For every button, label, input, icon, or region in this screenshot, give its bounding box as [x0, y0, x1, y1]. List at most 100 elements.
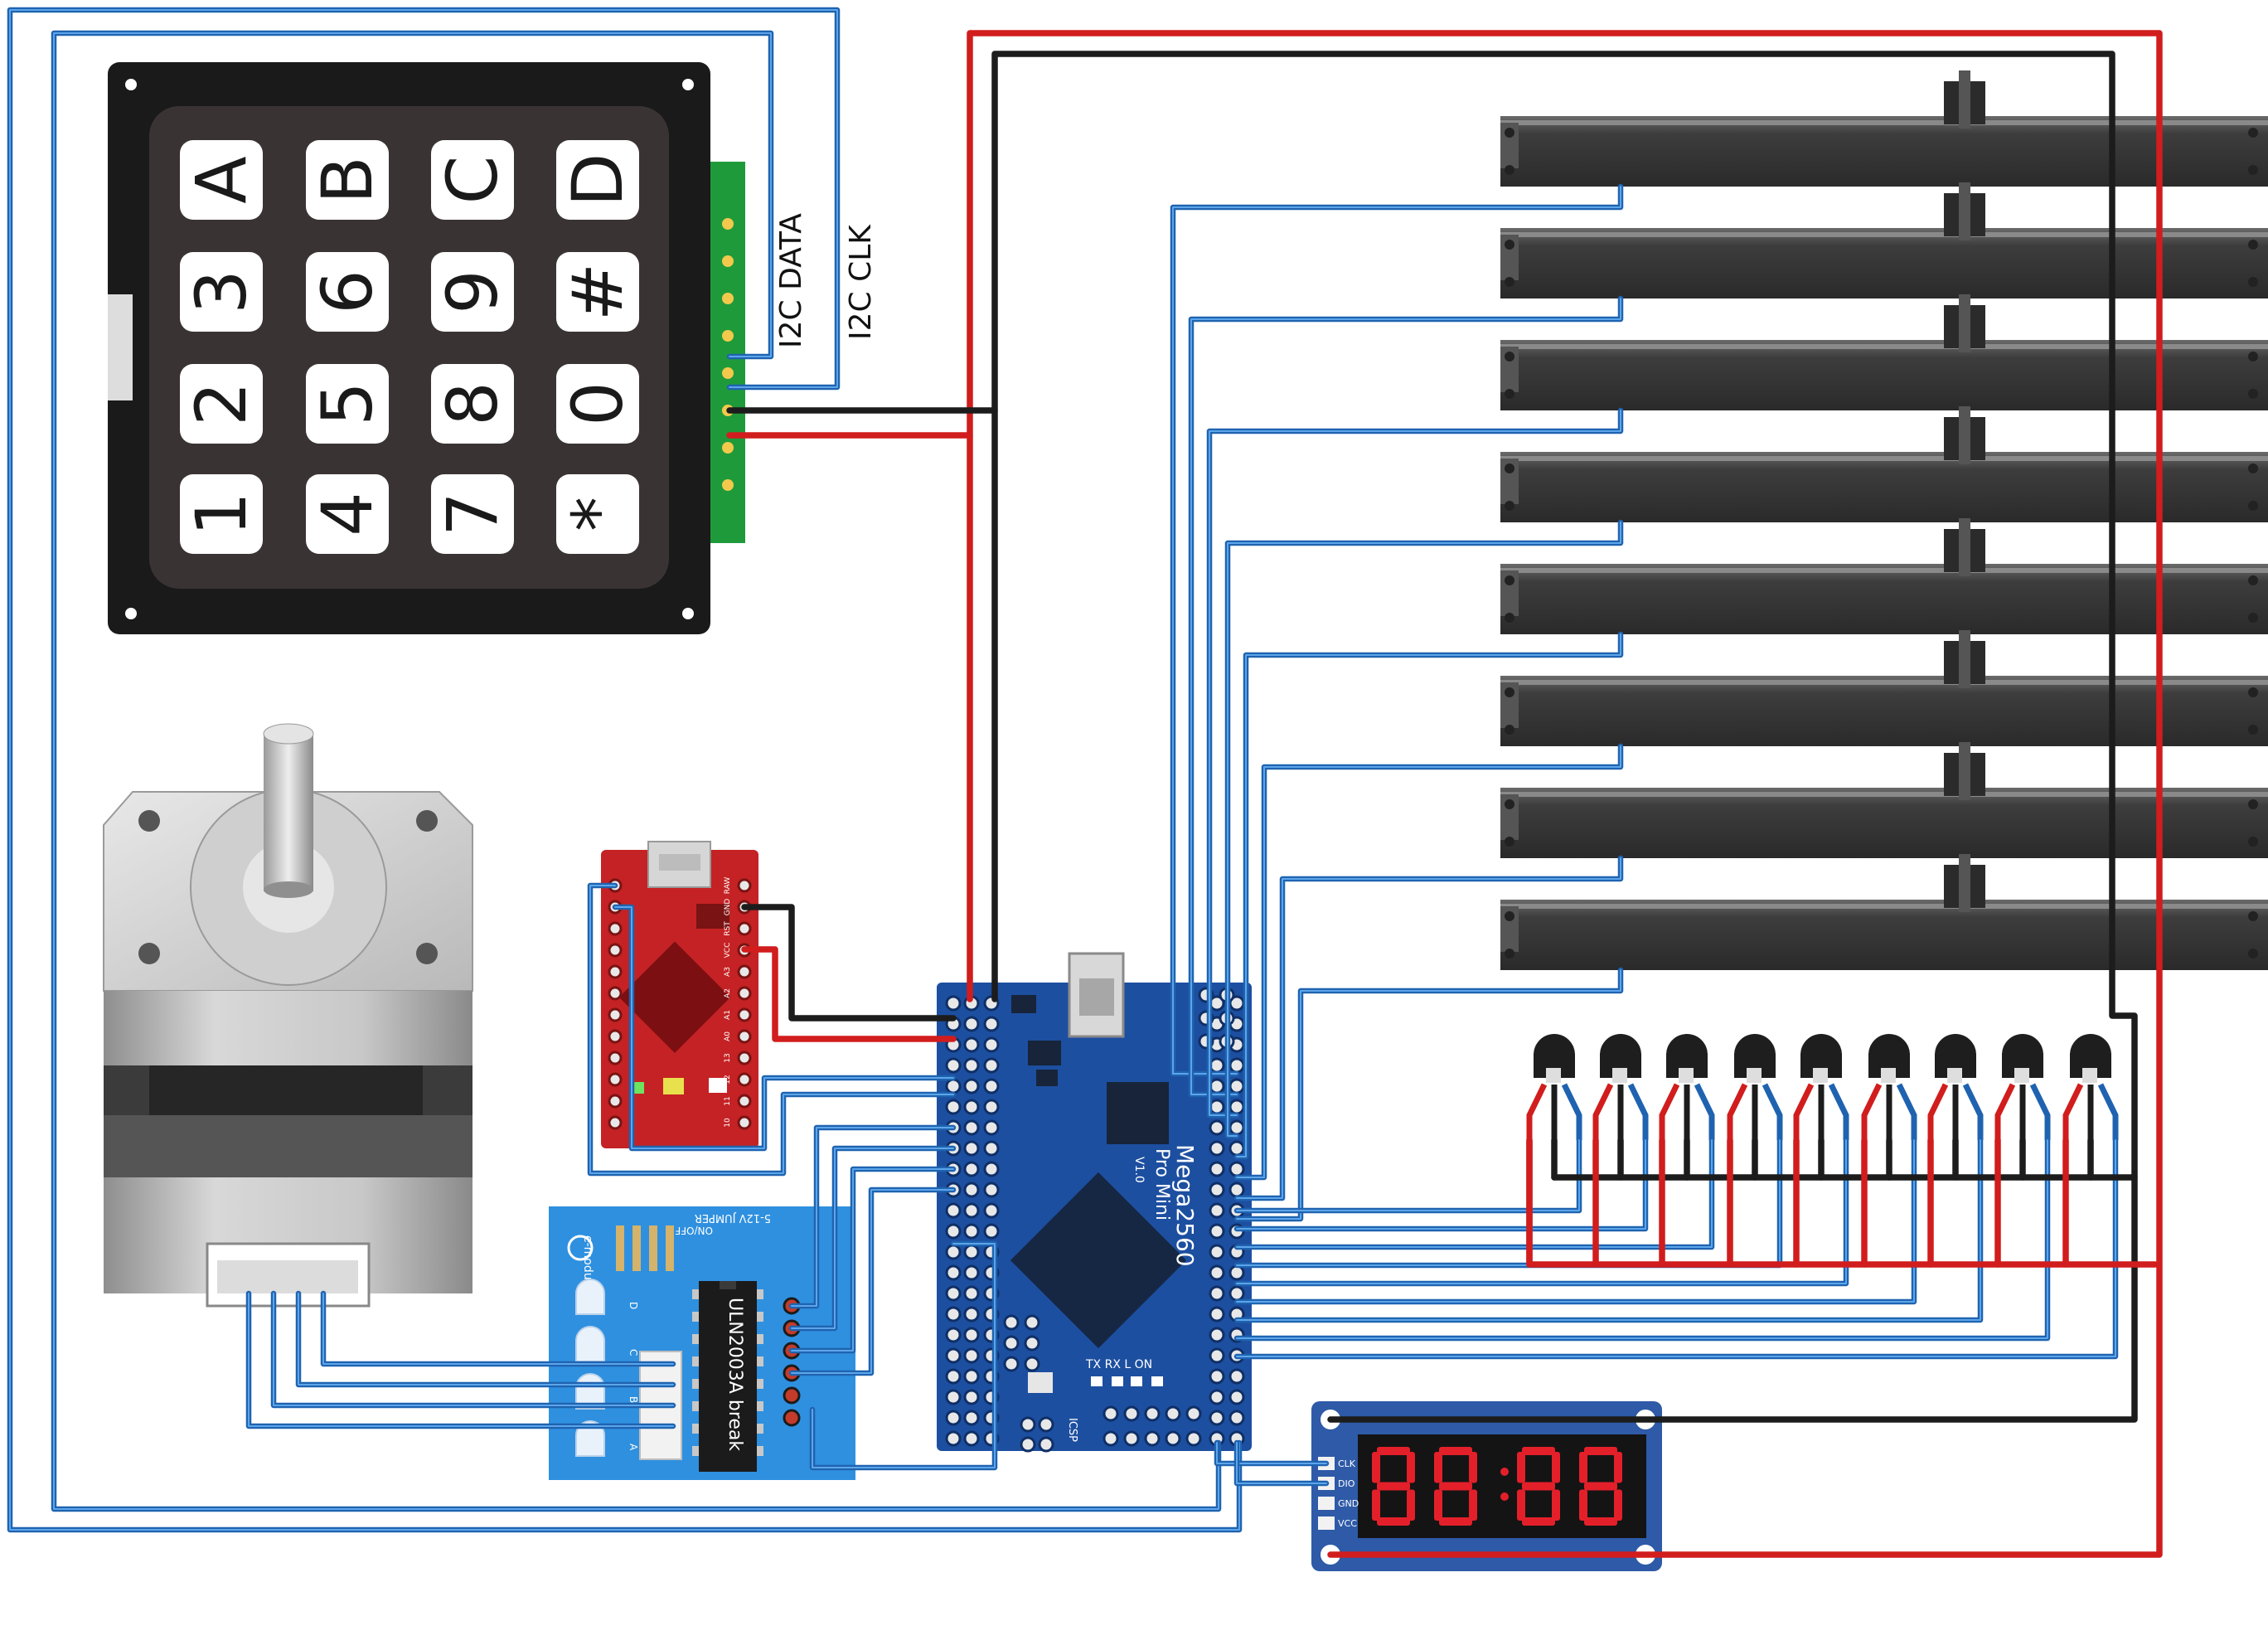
- keypad-pin: [722, 367, 734, 379]
- transistor-icon: [1727, 1034, 1783, 1140]
- pro-mini-pin: [737, 878, 752, 893]
- mega-pin: [1209, 1161, 1225, 1177]
- mega-pin: [963, 1036, 980, 1053]
- pro-mini-pin: [608, 1072, 623, 1087]
- display-segment: [1584, 1447, 1617, 1455]
- keypad-pin: [722, 442, 734, 454]
- mega-pin: [945, 1099, 962, 1115]
- display-segment: [1377, 1447, 1410, 1455]
- keypad-key: D: [556, 140, 639, 220]
- chip-pin: [757, 1356, 763, 1366]
- display-segment: [1439, 1447, 1472, 1455]
- transistor-icon: [1994, 1034, 2051, 1140]
- display-segment: [1517, 1489, 1525, 1521]
- mega-pin: [945, 1327, 962, 1343]
- mega-pin: [1209, 1264, 1225, 1281]
- pro-mini-pin: [737, 921, 752, 936]
- driver-led-label: A: [628, 1444, 639, 1451]
- keypad-key-label: 4: [307, 492, 388, 536]
- keypad-key: 5: [306, 364, 389, 444]
- pro-mini-pin: [608, 986, 623, 1001]
- keypad-key: 1: [180, 474, 263, 554]
- keypad-key-label: 7: [432, 492, 513, 536]
- mega-pin: [945, 995, 962, 1012]
- display-segment: [1584, 1517, 1617, 1526]
- pro-mini-pin-label: A0: [724, 1031, 732, 1041]
- keypad-key: 0: [556, 364, 639, 444]
- keypad-key: #: [556, 252, 639, 332]
- chip-pin: [757, 1424, 763, 1434]
- keypad-key-label: D: [557, 153, 638, 207]
- keypad-pin: [722, 479, 734, 491]
- chip-pin: [757, 1379, 763, 1389]
- keypad-key-label: 9: [432, 269, 513, 313]
- mega-pin: [1003, 1335, 1020, 1352]
- mega-pin: [1024, 1356, 1040, 1372]
- mega-pin: [1228, 1182, 1245, 1198]
- mega-pin: [945, 1078, 962, 1094]
- uln2003-driver-board: e-modul 5-12V JUMPER ON/OFF ULN2003A bre…: [549, 1206, 855, 1480]
- keypad-pin: [722, 293, 734, 304]
- pro-mini-pin: [737, 986, 752, 1001]
- mega-pin: [963, 1223, 980, 1240]
- pro-mini-pin: [608, 964, 623, 979]
- pro-mini-pin: [737, 1007, 752, 1022]
- mega-pin: [963, 1202, 980, 1219]
- chip-pin: [692, 1379, 699, 1389]
- mega-pin: [983, 1140, 1000, 1157]
- mega-pin: [983, 1036, 1000, 1053]
- pro-mini-pin-label: GND: [724, 899, 732, 916]
- mega-name: Mega2560: [1171, 1144, 1199, 1267]
- mega-pin: [945, 1223, 962, 1240]
- pro-mini-pin-label: RAW: [724, 877, 732, 895]
- mega-pin: [963, 1368, 980, 1385]
- mega-pin: [1209, 1347, 1225, 1364]
- mega-pin: [1144, 1430, 1161, 1447]
- mega-pin: [1144, 1405, 1161, 1422]
- resistors: [616, 1225, 674, 1271]
- mega-pin: [1020, 1416, 1036, 1433]
- mega-pin: [1024, 1314, 1040, 1331]
- transistor-icon: [1526, 1034, 1582, 1140]
- display-segment: [1434, 1452, 1442, 1483]
- pro-mini-pin: [737, 1094, 752, 1109]
- mega-pin: [945, 1430, 962, 1447]
- wire-promini-gnd: [741, 904, 957, 1022]
- display-segment: [1407, 1489, 1415, 1521]
- slide-potentiometer-icon: [1500, 630, 2268, 746]
- mega-pin: [1209, 1202, 1225, 1219]
- mega-pin: [963, 1057, 980, 1074]
- pro-mini-pin: [608, 1029, 623, 1044]
- transistor-array: [1526, 1034, 2119, 1140]
- wire-pot-7: [1233, 967, 1624, 1222]
- driver-chip-label: ULN2003A break: [724, 1298, 745, 1451]
- mega-pin: [1003, 1314, 1020, 1331]
- display-segment: [1522, 1447, 1555, 1455]
- mega-pin: [1228, 1119, 1245, 1136]
- mega-pin: [945, 1285, 962, 1302]
- display-segment: [1552, 1489, 1560, 1521]
- mega-pin: [1228, 1078, 1245, 1094]
- mega-pin: [1209, 1057, 1225, 1074]
- mega-pin: [983, 1099, 1000, 1115]
- mega-pin: [1185, 1405, 1202, 1422]
- mega-pin: [1102, 1430, 1119, 1447]
- keypad-key: 2: [180, 364, 263, 444]
- transistor-icon: [1927, 1034, 1984, 1140]
- wire-promini-vcc: [741, 946, 957, 1042]
- mega-pin: [983, 1016, 1000, 1032]
- chip-pin: [692, 1334, 699, 1344]
- display-segment: [1584, 1482, 1617, 1491]
- pro-mini-pin: [737, 964, 752, 979]
- mega-pin: [1228, 1389, 1245, 1405]
- chip-pin: [692, 1356, 699, 1366]
- mega-pin: [963, 1078, 980, 1094]
- keypad-key: C: [431, 140, 514, 220]
- display-segment: [1377, 1517, 1410, 1526]
- display-pin-label: GND: [1338, 1498, 1359, 1509]
- pro-mini-pin-label: 11: [724, 1096, 732, 1105]
- pro-mini-pin-label: A2: [724, 988, 732, 998]
- mega-pin: [1209, 1285, 1225, 1302]
- mega-pin: [1209, 1140, 1225, 1157]
